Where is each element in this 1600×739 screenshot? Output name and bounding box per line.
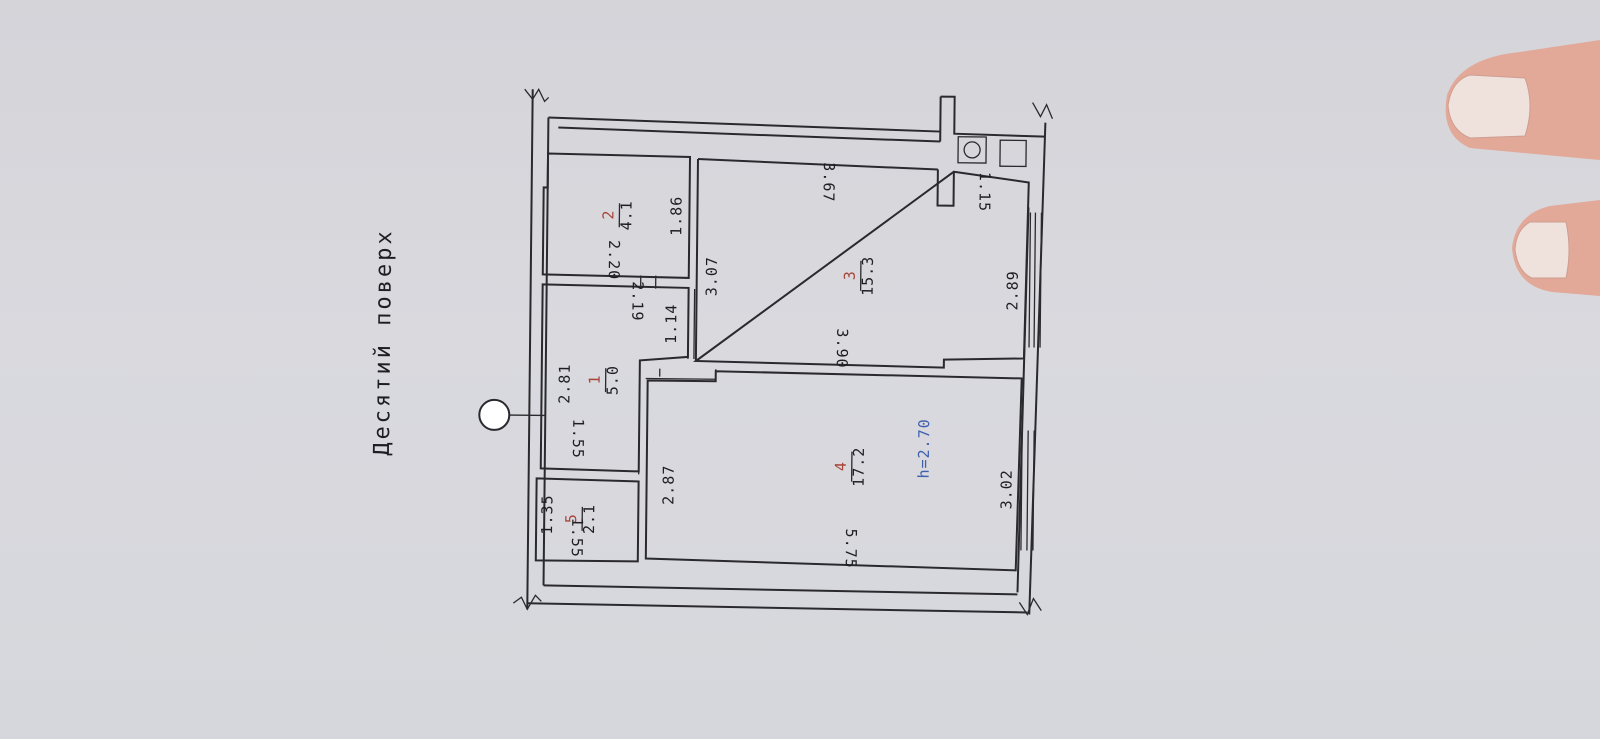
- room-3: [692, 158, 1030, 369]
- room-3-number: 3: [841, 271, 859, 280]
- room-4-dim-right: 3.02: [997, 469, 1015, 509]
- room-2-dim-height: 1.86: [667, 196, 685, 236]
- room-1-area: 5.0: [604, 365, 622, 395]
- room-5-number: 5: [562, 514, 580, 523]
- room-4-dim-left: 2.87: [659, 465, 677, 505]
- room-3-dim-right: 2.89: [1003, 270, 1021, 310]
- shaft-fixtures: [957, 136, 1027, 168]
- room-3-dim-bottom: 3.90: [833, 328, 851, 368]
- room-2-area: 4.1: [617, 200, 635, 230]
- ceiling-height: h=2.70: [915, 418, 934, 478]
- room-1-dim-b: 1.55: [569, 419, 587, 459]
- room-5: [534, 477, 640, 563]
- dim-1-14: 1.14: [662, 304, 680, 344]
- room-3-dim-left: 3.07: [703, 256, 721, 296]
- room-3-area: 15.3: [859, 256, 877, 296]
- floor-title: Десятий поверх: [370, 228, 397, 456]
- room-4-dim-bottom: 5.75: [842, 528, 860, 568]
- dim-2-19: 2.19: [628, 281, 646, 321]
- room-2-dim-width: 2.20: [605, 240, 623, 280]
- room-1-number: 1: [586, 375, 604, 384]
- room-4-area: 17.2: [850, 447, 868, 487]
- room-5-area: 2.1: [580, 504, 598, 534]
- room-4-number: 4: [832, 462, 850, 471]
- room-5-dim-b: 1.55: [568, 518, 586, 558]
- room-5-dim-a: 1.35: [538, 494, 556, 534]
- room-2-number: 2: [599, 210, 617, 219]
- outer-walls: [512, 88, 1054, 616]
- fingers: [1445, 40, 1600, 296]
- room-3-dim-top: 3.67: [820, 162, 838, 202]
- entrance-marker: [478, 398, 546, 431]
- room-4: [638, 370, 1023, 572]
- room-3-dim-niche: 1.15: [975, 172, 993, 212]
- room-1-dim-a: 2.81: [555, 363, 573, 403]
